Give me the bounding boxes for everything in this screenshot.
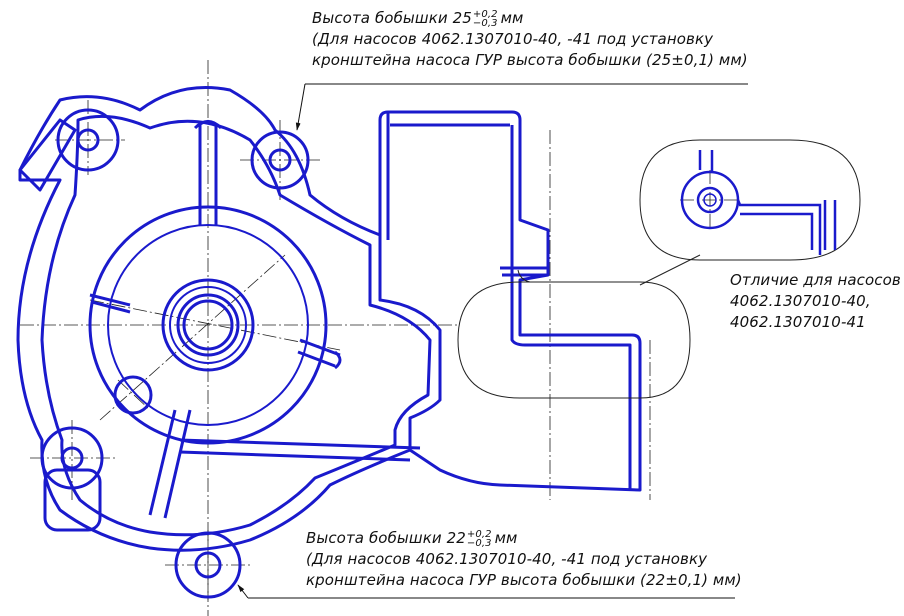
leader-lines — [237, 83, 748, 599]
housing-outline — [16, 86, 442, 552]
central-hub — [88, 120, 342, 519]
note-bottom-line2: (Для насосов 4062.1307010-40, -41 под ус… — [306, 550, 708, 568]
note-right-line3: 4062.1307010-41 — [730, 313, 866, 331]
note-top-line2: (Для насосов 4062.1307010-40, -41 под ус… — [312, 30, 714, 48]
note-bottom-line3: кронштейна насоса ГУР высота бобышки (22… — [306, 571, 742, 589]
boss-top — [250, 130, 310, 190]
tolerance-25: +0,2−0,3 — [472, 8, 498, 29]
note-right-line1: Отличие для насосов — [730, 271, 901, 289]
tolerance-22: +0,2−0,3 — [466, 528, 492, 549]
outlet-pipe — [179, 110, 642, 492]
detail-callout — [517, 139, 861, 283]
boss-top-left — [56, 108, 120, 172]
boss-bottom — [174, 531, 242, 599]
bosses — [40, 108, 310, 599]
note-right-line2: 4062.1307010-40, — [730, 292, 871, 310]
note-top-line3: кронштейна насоса ГУР высота бобышки (25… — [312, 51, 748, 69]
callout-link — [639, 254, 701, 286]
note-pump-difference: Отличие для насосов 4062.1307010-40, 406… — [730, 270, 901, 333]
outlet-ellipse — [457, 281, 691, 399]
boss-left — [40, 426, 104, 490]
